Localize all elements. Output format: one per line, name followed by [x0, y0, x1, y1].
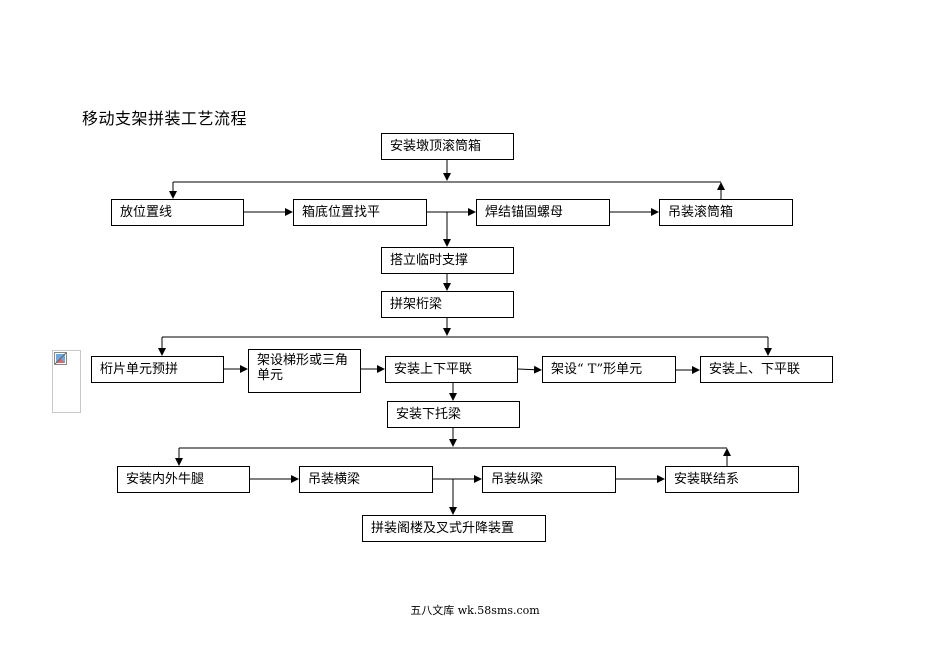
step-truss-unit-preassembly: 桁片单元预拼	[91, 356, 224, 383]
step-weld-anchor-nuts: 焊结锚固螺母	[476, 199, 610, 226]
broken-image-placeholder	[52, 350, 81, 413]
step-assemble-loft-and-lift: 拼装阁楼及叉式升降装置	[362, 515, 546, 542]
step-assemble-truss: 拼架桁梁	[381, 291, 514, 318]
step-level-box-bottom: 箱底位置找平	[293, 199, 427, 226]
step-temporary-supports: 搭立临时支撑	[381, 247, 514, 274]
broken-image-icon	[54, 352, 67, 365]
step-install-brackets: 安装内外牛腿	[117, 466, 250, 493]
step-hoist-longitudinal-beam: 吊装纵梁	[482, 466, 616, 493]
step-hoist-cross-beam: 吊装横梁	[299, 466, 433, 493]
step-install-pier-roller-box: 安装墩顶滚筒箱	[381, 133, 514, 160]
step-erect-trapezoid-triangle-unit: 架设梯形或三角单元	[248, 349, 361, 393]
step-install-upper-lower-bracing: 安装上、下平联	[700, 356, 833, 383]
step-hoist-roller-box: 吊装滚筒箱	[659, 199, 793, 226]
footer-watermark: 五八文库 wk.58sms.com	[410, 604, 540, 617]
page-title: 移动支架拼装工艺流程	[82, 109, 248, 128]
step-erect-t-unit: 架设“ T”形单元	[542, 356, 676, 383]
step-install-connection-system: 安装联结系	[665, 466, 799, 493]
step-install-lower-support-beam: 安装下托梁	[387, 401, 520, 428]
arrow-s5c-s5d	[517, 365, 542, 374]
step-layout-lines: 放位置线	[111, 199, 244, 226]
step-install-bracing: 安装上下平联	[385, 356, 518, 383]
